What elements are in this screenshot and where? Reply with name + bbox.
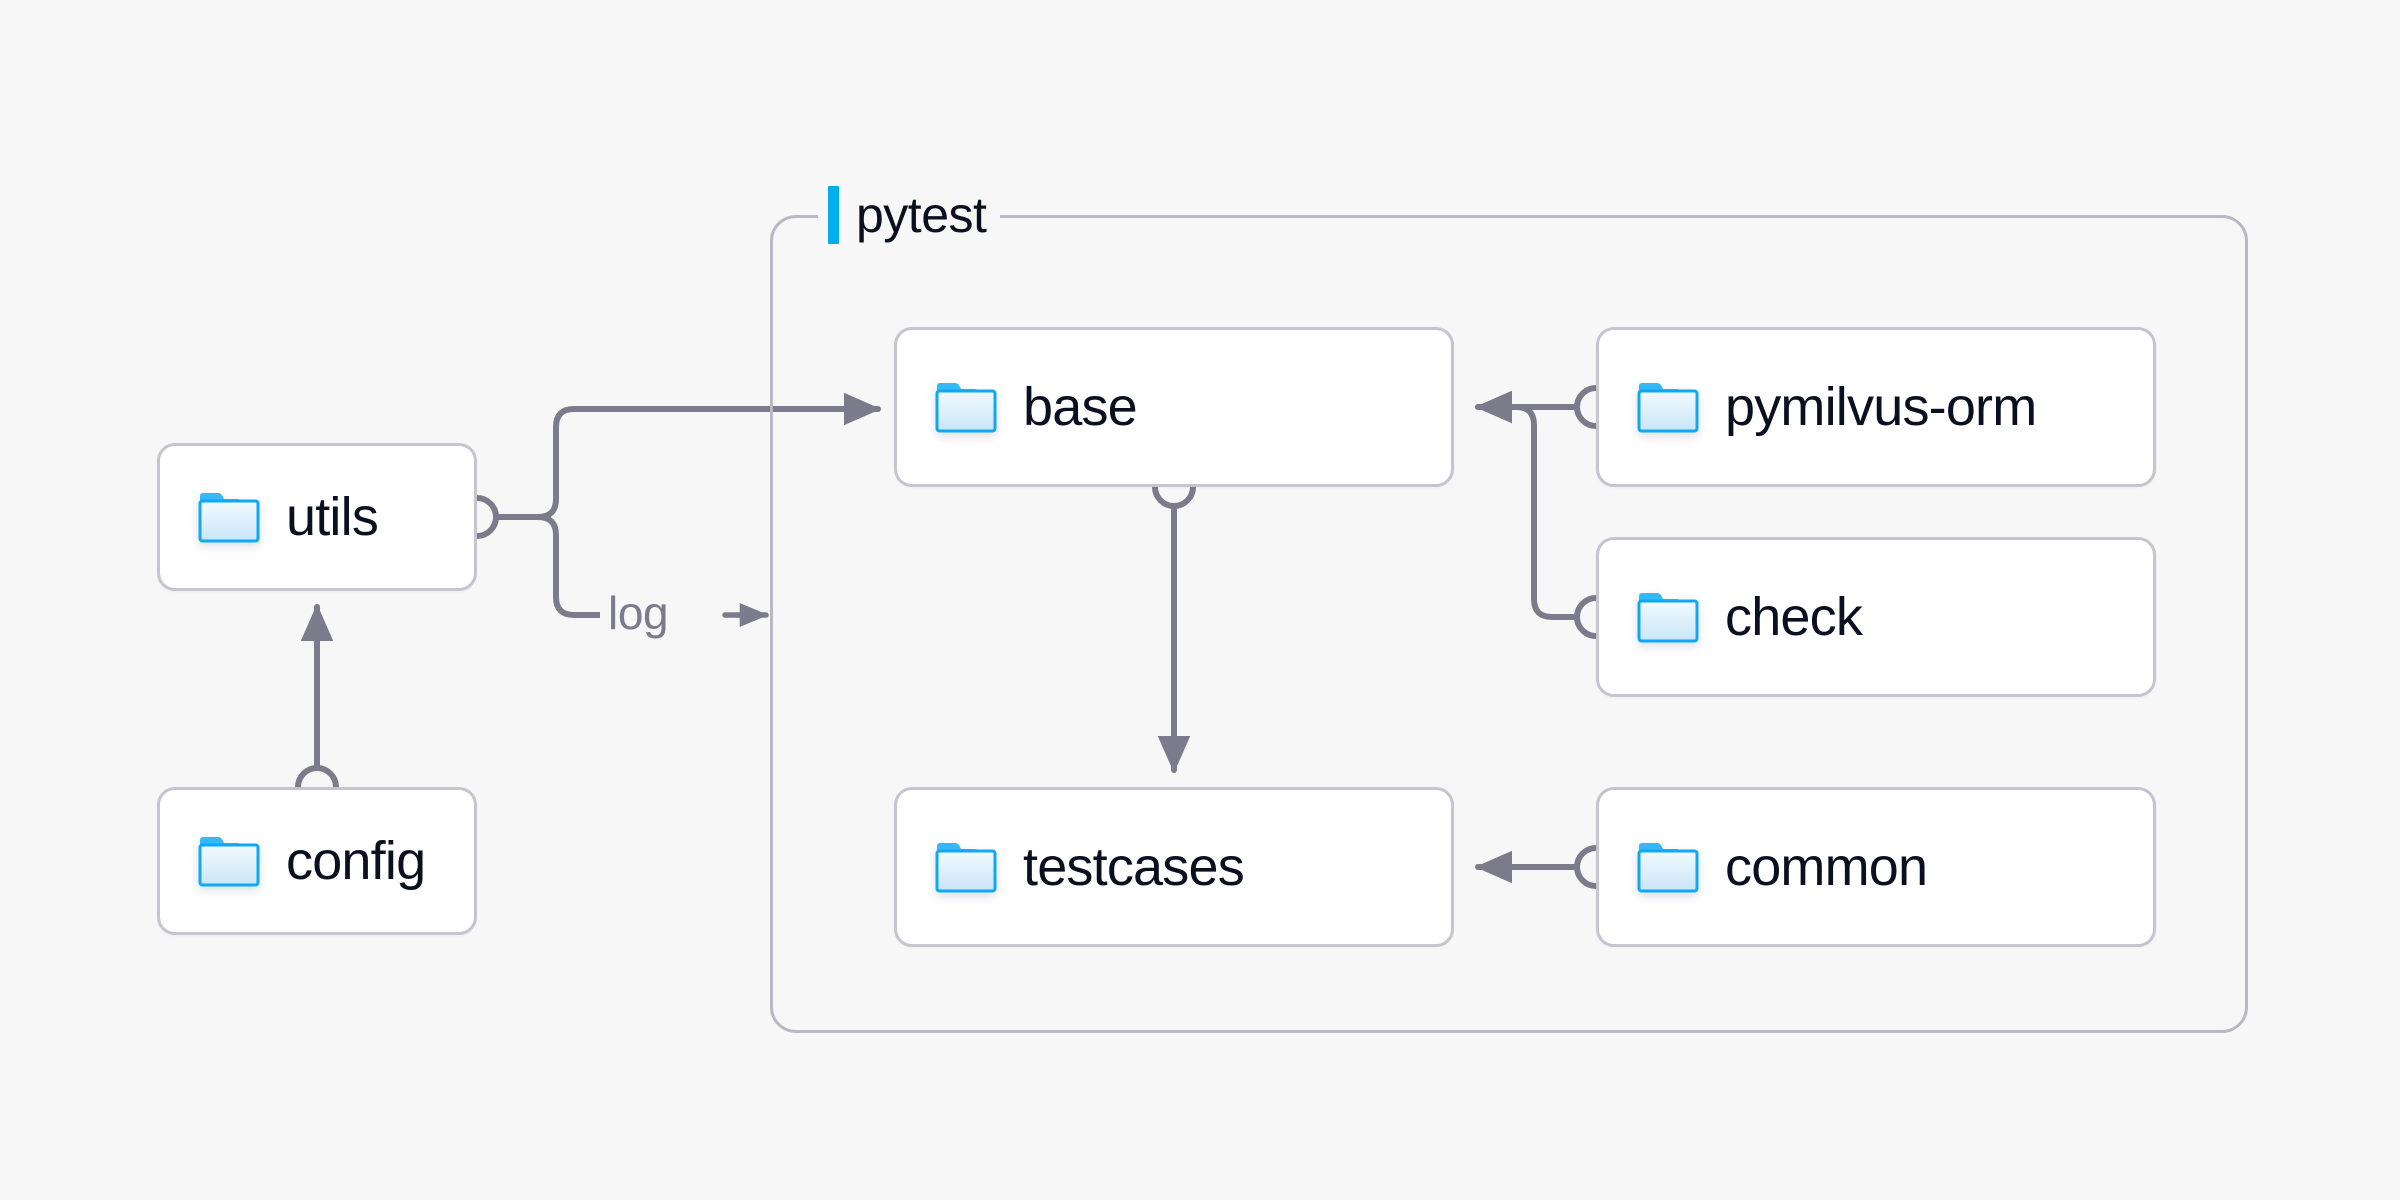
folder-icon [935,841,997,893]
folder-icon [1637,381,1699,433]
node-label: pymilvus-orm [1725,377,2037,437]
node-pymilvus-orm[interactable]: pymilvus-orm [1596,327,2156,487]
node-label: base [1023,377,1138,437]
node-label: config [286,831,426,891]
group-pytest[interactable] [770,215,2248,1033]
folder-icon [198,835,260,887]
node-label: common [1725,837,1928,897]
node-check[interactable]: check [1596,537,2156,697]
node-label: testcases [1023,837,1245,897]
accent-bar-icon [828,186,839,244]
group-pytest-label: pytest [818,184,1001,246]
node-testcases[interactable]: testcases [894,787,1454,947]
node-config[interactable]: config [157,787,477,935]
node-label: check [1725,587,1863,647]
folder-icon [1637,841,1699,893]
group-pytest-title: pytest [856,187,987,243]
folder-icon [198,491,260,543]
node-utils[interactable]: utils [157,443,477,591]
node-common[interactable]: common [1596,787,2156,947]
edge-label-log: log [600,590,677,636]
folder-icon [1637,591,1699,643]
node-label: utils [286,487,379,547]
node-base[interactable]: base [894,327,1454,487]
folder-icon [935,381,997,433]
